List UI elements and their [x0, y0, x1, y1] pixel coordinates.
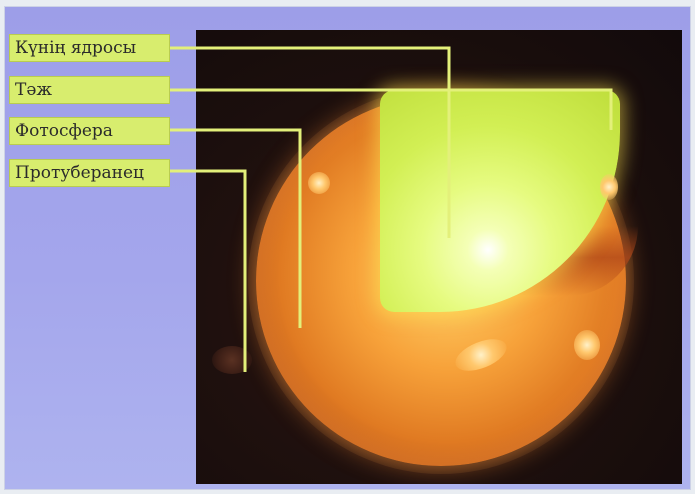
sun-photo — [196, 30, 682, 484]
label-photosphere: Фотосфера — [9, 117, 170, 145]
prominence-blob — [212, 346, 252, 374]
label-prominence: Протуберанец — [9, 159, 170, 187]
label-sun-core: Күнің ядросы — [9, 34, 170, 62]
label-corona: Тәж — [9, 76, 170, 104]
surface-flare — [600, 174, 618, 200]
surface-flare — [574, 330, 600, 360]
surface-flare — [308, 172, 330, 194]
